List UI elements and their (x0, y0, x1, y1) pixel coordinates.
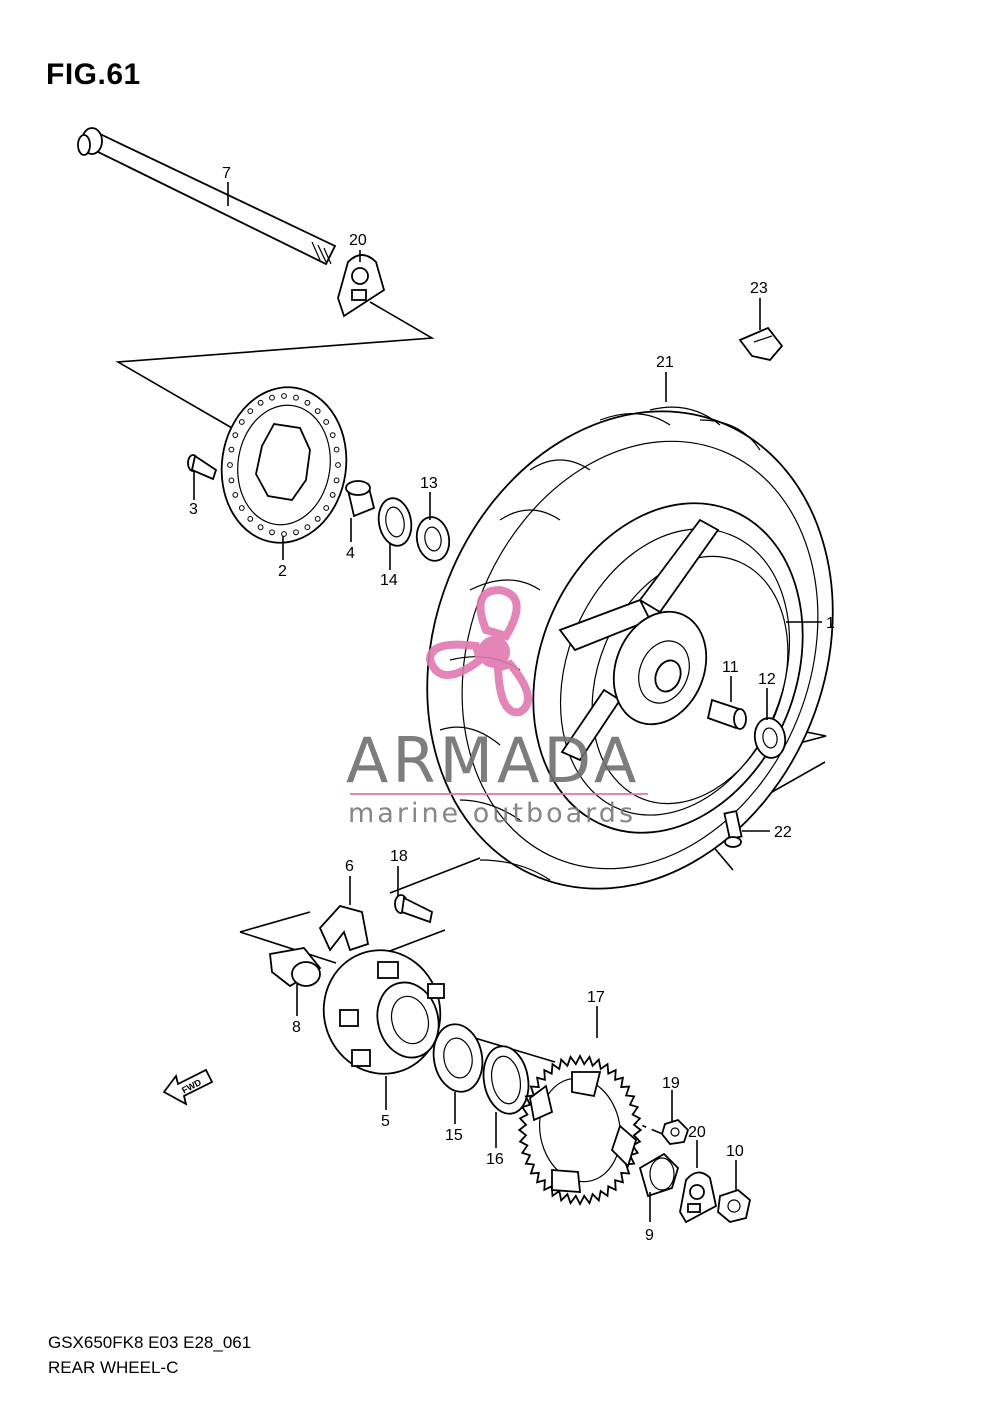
damper-6 (318, 904, 370, 952)
callout-13: 13 (420, 475, 438, 492)
callout-10: 10 (726, 1143, 744, 1160)
brake-disc (220, 386, 348, 544)
callout-2: 2 (278, 563, 287, 580)
watermark-tagline: marine outboards (348, 798, 636, 829)
adjuster-plate-bottom (679, 1171, 718, 1224)
callout-1: 1 (826, 615, 835, 632)
rear-sprocket-17 (517, 1054, 643, 1206)
callout-6: 6 (345, 858, 354, 875)
callout-labels: 7 20 23 21 3 2 4 14 13 1 11 12 22 6 18 8… (189, 165, 835, 1244)
callout-3: 3 (189, 501, 198, 518)
rear-wheel-and-tire (426, 406, 834, 890)
nut-19 (661, 1118, 690, 1145)
callout-8: 8 (292, 1019, 301, 1036)
callout-19: 19 (662, 1075, 680, 1092)
fwd-arrow: FWD (162, 1068, 214, 1106)
callout-17: 17 (587, 989, 605, 1006)
diagram-footer: GSX650FK8 E03 E28_061 REAR WHEEL-C (48, 1330, 251, 1380)
nut-10 (717, 1188, 751, 1223)
propeller-logo (425, 585, 532, 717)
disc-bolt (187, 454, 218, 481)
section-title: REAR WHEEL-C (48, 1358, 179, 1377)
callout-15: 15 (445, 1127, 463, 1144)
sprocket-drum-5 (322, 949, 445, 1075)
spacer-11 (706, 698, 747, 730)
watermark: ARMADA marine outboards (346, 585, 648, 829)
callout-23: 23 (750, 280, 768, 297)
callout-9: 9 (645, 1227, 654, 1244)
tire-valve-22 (723, 809, 743, 848)
spacer-4 (345, 480, 376, 518)
callout-16: 16 (486, 1151, 504, 1168)
callout-20-bottom: 20 (688, 1124, 706, 1141)
callout-22: 22 (774, 824, 792, 841)
callout-11: 11 (722, 659, 739, 676)
watermark-brand: ARMADA (346, 724, 640, 797)
adjuster-plate-top (337, 254, 386, 318)
callout-18: 18 (390, 848, 408, 865)
callout-leaders (193, 182, 822, 1222)
bearing-13 (415, 516, 451, 562)
bolt-18 (394, 894, 434, 924)
bearing-15 (432, 1023, 484, 1093)
oil-seal-14 (377, 497, 413, 547)
callout-4: 4 (346, 545, 355, 562)
callout-20-top: 20 (349, 232, 367, 249)
axle-shaft (77, 127, 337, 266)
callout-7: 7 (222, 165, 231, 182)
callout-21: 21 (656, 354, 674, 371)
callout-12: 12 (758, 671, 776, 688)
callout-14: 14 (380, 572, 398, 589)
model-code: GSX650FK8 E03 E28_061 (48, 1333, 252, 1352)
clip-23 (738, 326, 784, 361)
spacer-8 (269, 947, 322, 988)
spacer-9 (638, 1152, 680, 1198)
figure-title: FIG.61 (46, 58, 141, 91)
oil-seal-16 (482, 1045, 530, 1115)
callout-5: 5 (381, 1113, 390, 1130)
